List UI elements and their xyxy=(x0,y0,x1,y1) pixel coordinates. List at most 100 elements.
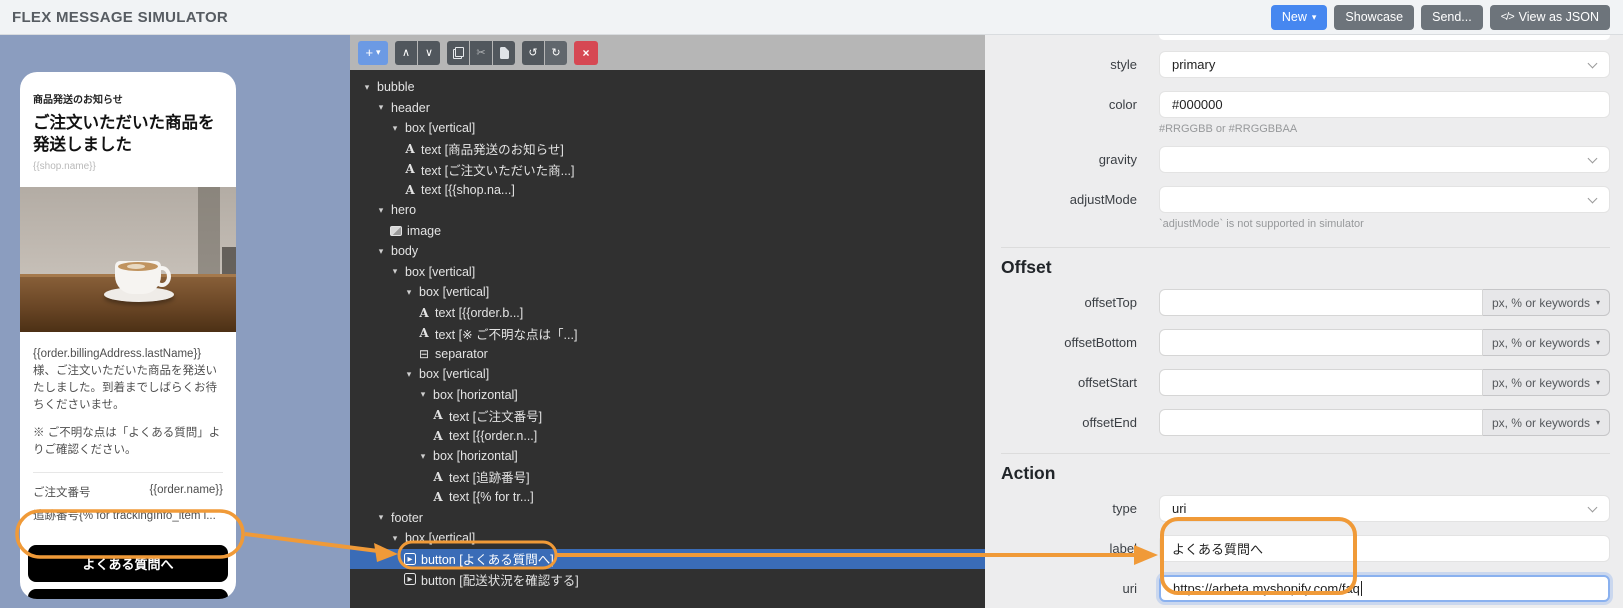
text-node-icon: A xyxy=(433,408,443,423)
tree-node-separator[interactable]: ⊟separator xyxy=(350,344,985,365)
caret-down-icon: ▾ xyxy=(406,368,412,379)
tree-node-button-[interactable]: ▶button [よくある質問へ] xyxy=(350,548,985,569)
view-as-json-button[interactable]: </> View as JSON xyxy=(1489,4,1610,30)
tree-node-bubble[interactable]: ▾ bubble xyxy=(350,77,985,98)
faq-message-button[interactable]: よくある質問へ xyxy=(28,545,228,583)
app-title: FLEX MESSAGE SIMULATOR xyxy=(12,8,229,26)
image-node-icon xyxy=(390,225,402,236)
showcase-button[interactable]: Showcase xyxy=(1334,4,1415,30)
select-type[interactable]: uri xyxy=(1159,495,1610,522)
input-offsetTop[interactable] xyxy=(1159,289,1483,316)
tree-node-box-horizontal-[interactable]: ▾box [horizontal] xyxy=(350,385,985,406)
dropdown-caret-icon: ▾ xyxy=(1596,337,1601,347)
form-row-label: label よくある質問へ xyxy=(985,535,1623,562)
topbar-actions: New ▾ Showcase Send... </> View as JSON xyxy=(1270,4,1610,30)
input-label[interactable]: よくある質問へ xyxy=(1159,535,1610,562)
caret-down-icon: ▾ xyxy=(420,389,426,400)
tree-node-box-vertical-[interactable]: ▾ box [vertical] xyxy=(350,364,985,385)
copy-button[interactable] xyxy=(447,40,469,65)
send-button[interactable]: Send... xyxy=(1421,4,1483,30)
unit-dropdown-offsetTop[interactable]: px, % or keywords▾ xyxy=(1483,289,1610,316)
tracking-number-row: 追跡番号{% for trackingInfo_item i... xyxy=(33,510,216,523)
tree-node-body[interactable]: ▾body xyxy=(350,241,985,262)
tree-node-box-vertical-[interactable]: ▾box [vertical] xyxy=(350,262,985,283)
caret-down-icon: ▾ xyxy=(420,450,426,461)
tree-node-box-vertical-[interactable]: ▾box [vertical] xyxy=(350,528,985,549)
bubble-header: 商品発送のお知らせ ご注文いただいた商品を発送しました {{shop.name}… xyxy=(20,72,236,187)
preview-panel: 商品発送のお知らせ ご注文いただいた商品を発送しました {{shop.name}… xyxy=(0,35,350,608)
tree-node-footer[interactable]: ▾footer xyxy=(350,508,985,529)
field-label-label: label xyxy=(1109,541,1137,556)
input-color[interactable]: #000000 xyxy=(1159,91,1610,118)
field-value: uri xyxy=(1172,501,1187,516)
unit-dropdown-offsetEnd[interactable]: px, % or keywords▾ xyxy=(1483,409,1610,436)
field-value: #000000 xyxy=(1172,97,1223,112)
tree-node-label: text [{{order.b...] xyxy=(435,305,524,320)
delivery-status-message-button[interactable]: 配送状況を確認する xyxy=(28,589,228,599)
tree-node-label: header xyxy=(391,100,430,115)
tree-node-label: text [商品発送のお知らせ] xyxy=(421,143,564,158)
unit-dropdown-offsetBottom[interactable]: px, % or keywords▾ xyxy=(1483,329,1610,356)
bubble-footer: よくある質問へ 配送状況を確認する xyxy=(20,533,236,599)
move-up-button[interactable]: ∧ xyxy=(395,40,417,65)
tree-node-header[interactable]: ▾header xyxy=(350,98,985,119)
tree-node-hero[interactable]: ▾hero xyxy=(350,200,985,221)
new-button[interactable]: New ▾ xyxy=(1270,4,1328,30)
tree-node-label: separator xyxy=(435,346,488,361)
input-offsetEnd[interactable] xyxy=(1159,409,1483,436)
text-node-icon: A xyxy=(405,141,415,156)
tree-node-label: image xyxy=(407,223,442,238)
caret-down-icon: ▾ xyxy=(392,532,398,543)
scissors-icon: ✂ xyxy=(476,47,486,59)
form-row-gravity: gravity xyxy=(985,146,1623,173)
bubble-separator xyxy=(33,472,223,474)
tree-node-button-[interactable]: ▶button [配送状況を確認する] xyxy=(350,569,985,590)
tree-panel: + ▾ ∧ ∨ ✂ ↺ ↻ × ▾bubble▾header▾box [vert… xyxy=(350,35,985,608)
form-row-color: color#000000 xyxy=(985,91,1623,118)
field-hint-adjustMode: `adjustMode` is not supported in simulat… xyxy=(1159,218,1364,230)
tree-node-label: text [{% for tr...] xyxy=(449,490,534,505)
tree-node-image[interactable]: image xyxy=(350,221,985,242)
field-label-offsetEnd: offsetEnd xyxy=(1082,415,1137,430)
input-offsetBottom[interactable] xyxy=(1159,329,1483,356)
tree-node-label: box [vertical] xyxy=(419,367,490,382)
move-down-button[interactable]: ∨ xyxy=(418,40,440,65)
tree-node-box-vertical-[interactable]: ▾box [vertical] xyxy=(350,282,985,303)
add-node-button[interactable]: + ▾ xyxy=(358,40,388,65)
unit-dropdown-offsetStart[interactable]: px, % or keywords▾ xyxy=(1483,369,1610,396)
main-layout: 商品発送のお知らせ ご注文いただいた商品を発送しました {{shop.name}… xyxy=(0,35,1623,608)
hero-coffee-cup xyxy=(115,260,171,294)
cut-button[interactable]: ✂ xyxy=(470,40,492,65)
caret-down-icon: ▾ xyxy=(364,81,370,92)
select-style[interactable]: primary xyxy=(1159,51,1610,78)
tree-node-label: box [horizontal] xyxy=(433,449,518,464)
select-adjustMode[interactable] xyxy=(1159,186,1610,213)
caret-down-icon: ▾ xyxy=(392,122,398,133)
paste-button[interactable] xyxy=(493,40,515,65)
tree-node-box-horizontal-[interactable]: ▾ box [horizontal] xyxy=(350,446,985,467)
select-gravity[interactable] xyxy=(1159,146,1610,173)
tree-node-box-vertical-[interactable]: ▾box [vertical] xyxy=(350,118,985,139)
input-uri[interactable]: https://arbeta.myshopify.com/faq xyxy=(1159,575,1610,602)
text-node-icon: A xyxy=(433,469,443,484)
undo-button[interactable]: ↺ xyxy=(522,40,544,65)
chevron-down-icon: ∨ xyxy=(424,47,434,59)
order-number-label: ご注文番号 xyxy=(33,487,91,500)
input-offsetStart[interactable] xyxy=(1159,369,1483,396)
tree-node-label: bubble xyxy=(377,80,415,95)
redo-button[interactable]: ↻ xyxy=(545,40,567,65)
field-label-offsetStart: offsetStart xyxy=(1077,375,1137,390)
delete-node-button[interactable]: × xyxy=(574,40,598,65)
